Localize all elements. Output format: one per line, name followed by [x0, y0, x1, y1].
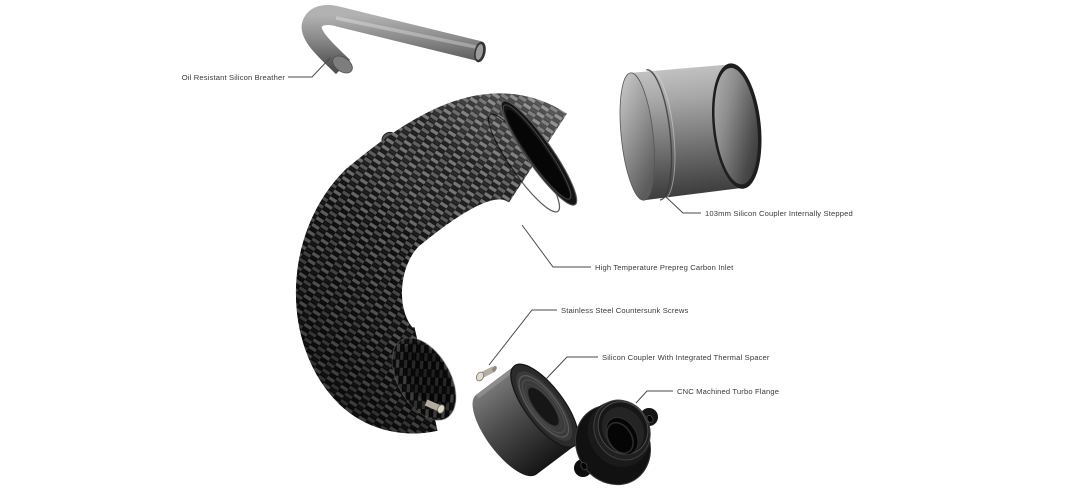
- coupler-back-face: [619, 72, 655, 201]
- hose-cut-end: [332, 55, 353, 74]
- coupler-opening-inner: [714, 67, 759, 185]
- leader-line-coupler-103mm: [665, 196, 701, 214]
- label-turbo-flange: CNC Machined Turbo Flange: [677, 387, 779, 396]
- label-carbon-inlet: High Temperature Prepreg Carbon Inlet: [595, 263, 734, 272]
- label-thermal-coupler: Silicon Coupler With Integrated Thermal …: [602, 353, 770, 362]
- leader-line-breather: [288, 57, 331, 78]
- thermal-coupler-bore: [528, 387, 559, 426]
- label-screws: Stainless Steel Countersunk Screws: [561, 306, 689, 315]
- thermal-spacer-coupler: [472, 363, 579, 477]
- countersunk-screw-installed: [424, 399, 445, 414]
- breather-hose: [301, 5, 486, 75]
- label-breather: Oil Resistant Silicon Breather: [182, 73, 286, 82]
- coupler-step-ridge: [646, 69, 673, 201]
- leader-lines: [288, 57, 701, 404]
- pipe-bottom-cap: [391, 337, 457, 421]
- turbo-flange: [574, 399, 658, 486]
- countersunk-screw-free: [475, 365, 497, 382]
- flange-bolt-hole-bottom: [580, 462, 588, 470]
- leader-line-thermal-coupler: [545, 356, 598, 380]
- leader-line-screws: [488, 309, 557, 366]
- pipe-shading: [296, 93, 567, 434]
- leader-line-turbo-flange: [635, 390, 673, 404]
- carbon-inlet-pipe: [296, 93, 578, 434]
- silicon-coupler-103mm: [619, 63, 762, 201]
- hose-highlight: [335, 16, 477, 49]
- thermal-coupler-internal-step: [518, 375, 570, 438]
- part-labels: Oil Resistant Silicon Breather 103mm Sil…: [182, 73, 853, 396]
- label-coupler-103mm: 103mm Silicon Coupler Internally Stepped: [705, 209, 853, 218]
- leader-line-carbon-inlet: [521, 224, 591, 268]
